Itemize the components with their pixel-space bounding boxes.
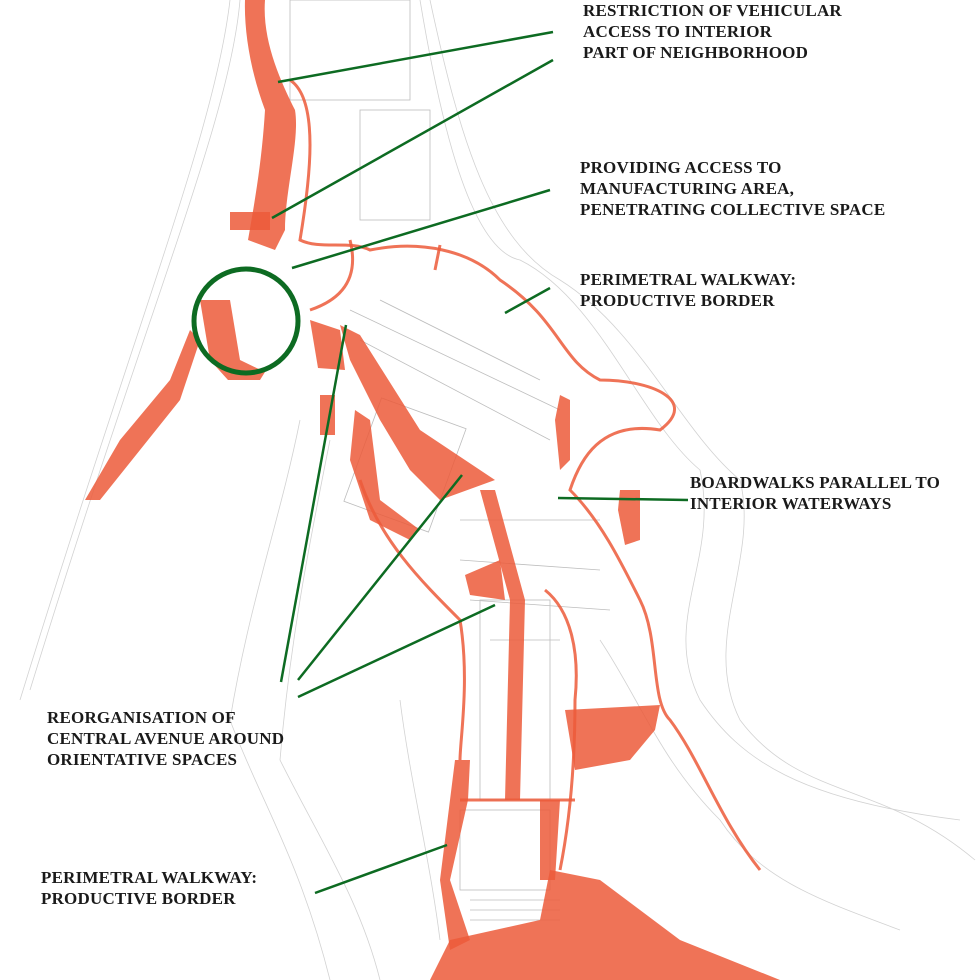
annotation-line: ACCESS TO INTERIOR xyxy=(583,22,773,41)
annotation-line: PROVIDING ACCESS TO xyxy=(580,158,782,177)
annotation-line: CENTRAL AVENUE AROUND xyxy=(47,729,285,748)
annotation-line: PERIMETRAL WALKWAY: xyxy=(580,270,797,289)
annotation-line: MANUFACTURING AREA, xyxy=(580,179,795,198)
annotation-perimetral-top: PERIMETRAL WALKWAY: PRODUCTIVE BORDER xyxy=(580,269,796,311)
walkway-paths xyxy=(289,78,762,871)
annotation-line: REORGANISATION OF xyxy=(47,708,236,727)
annotation-restriction: RESTRICTION OF VEHICULAR ACCESS TO INTER… xyxy=(583,0,842,63)
annotation-line: BOARDWALKS PARALLEL TO xyxy=(690,473,941,492)
annotation-perimetral-bottom: PERIMETRAL WALKWAY: PRODUCTIVE BORDER xyxy=(41,867,257,909)
annotation-line: PART OF NEIGHBORHOOD xyxy=(583,43,809,62)
highlight-circle xyxy=(191,266,301,376)
annotation-line: PERIMETRAL WALKWAY: xyxy=(41,868,258,887)
annotation-line: PRODUCTIVE BORDER xyxy=(41,889,236,908)
leader-lines xyxy=(191,30,689,895)
annotation-line: PENETRATING COLLECTIVE SPACE xyxy=(580,200,886,219)
intervention-areas xyxy=(85,0,780,980)
annotation-boardwalks: BOARDWALKS PARALLEL TO INTERIOR WATERWAY… xyxy=(690,472,940,514)
topographic-contours xyxy=(19,0,976,980)
annotation-line: ORIENTATIVE SPACES xyxy=(47,750,238,769)
annotation-central-avenue: REORGANISATION OF CENTRAL AVENUE AROUND … xyxy=(47,707,284,770)
annotation-line: RESTRICTION OF VEHICULAR xyxy=(583,1,842,20)
annotation-line: PRODUCTIVE BORDER xyxy=(580,291,775,310)
annotation-manufacturing: PROVIDING ACCESS TO MANUFACTURING AREA, … xyxy=(580,157,885,220)
annotation-line: INTERIOR WATERWAYS xyxy=(690,494,892,513)
